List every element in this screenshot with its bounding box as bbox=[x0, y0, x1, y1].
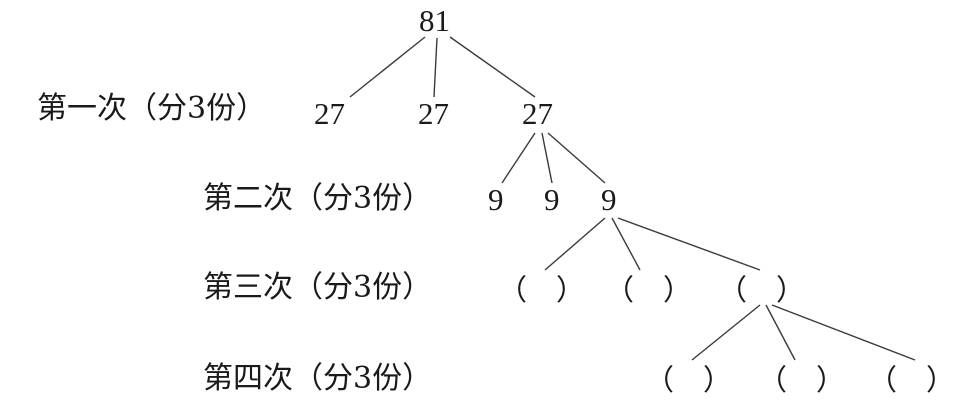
branch-3c-to-4c bbox=[771, 304, 916, 361]
branch-3c-to-4b bbox=[765, 304, 796, 361]
level-4-blank-c[interactable]: （ ） bbox=[868, 363, 956, 397]
level-3-blank-a[interactable]: （ ） bbox=[498, 273, 586, 307]
level-4-label: 第四次（分3份） bbox=[203, 361, 433, 396]
level-1-node-b: 27 bbox=[418, 96, 449, 131]
branch-27-to-2b bbox=[541, 132, 553, 184]
branch-9-to-3c bbox=[617, 217, 761, 271]
branch-3c-to-4a bbox=[691, 304, 761, 361]
branch-9-to-3a bbox=[544, 217, 606, 271]
level-3-blank-c[interactable]: （ ） bbox=[718, 273, 806, 307]
branch-root-to-1b bbox=[433, 37, 438, 98]
level-4-blank-b[interactable]: （ ） bbox=[758, 363, 846, 397]
level-3-label: 第三次（分3份） bbox=[203, 270, 433, 305]
branch-27-to-2a bbox=[501, 132, 536, 184]
root-node: 81 bbox=[419, 3, 450, 38]
level-2-node-c: 9 bbox=[601, 182, 617, 217]
level-2-label: 第二次（分3份） bbox=[203, 181, 433, 216]
level-1-label: 第一次（分3份） bbox=[37, 91, 267, 126]
level-1-node-c: 27 bbox=[522, 96, 553, 131]
level-4-blank-a[interactable]: （ ） bbox=[645, 363, 733, 397]
level-2-node-b: 9 bbox=[544, 182, 560, 217]
level-3-blank-b[interactable]: （ ） bbox=[605, 273, 693, 307]
level-2-node-a: 9 bbox=[488, 182, 504, 217]
level-1-node-a: 27 bbox=[314, 96, 345, 131]
branch-root-to-1a bbox=[349, 36, 426, 98]
branch-27-to-2c bbox=[547, 132, 606, 184]
branch-root-to-1c bbox=[449, 36, 536, 98]
branch-9-to-3b bbox=[611, 217, 641, 271]
